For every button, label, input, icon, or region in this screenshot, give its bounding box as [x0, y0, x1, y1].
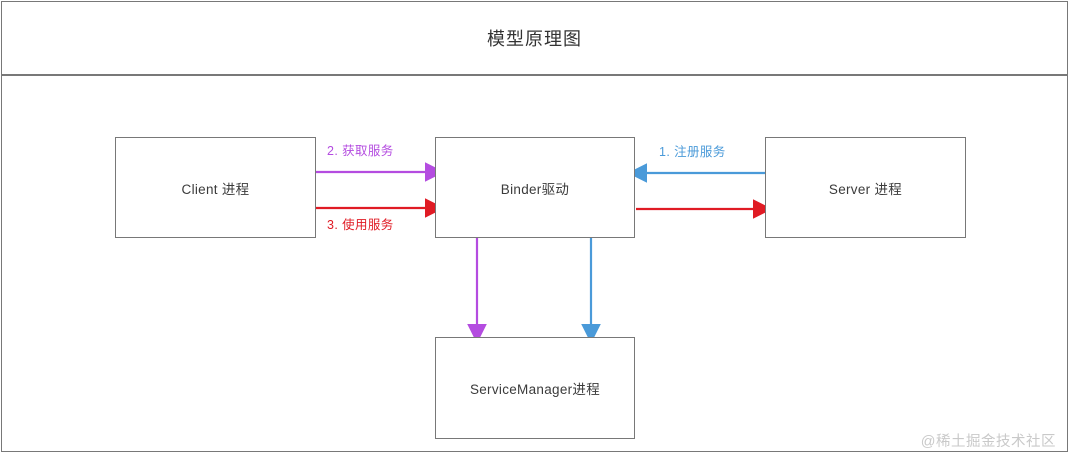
node-client-process-label: Client 进程: [181, 181, 250, 197]
node-binder-driver-label: Binder驱动: [500, 181, 570, 197]
connector-use-service: [316, 198, 445, 218]
connector-binder-to-servicemanager-blue: [581, 238, 601, 344]
node-binder-driver[interactable]: Binder驱动: [435, 137, 635, 238]
connector-get-service: [316, 162, 445, 182]
diagram-header: 模型原理图: [1, 1, 1068, 76]
node-server-process-label: Server 进程: [828, 181, 903, 197]
node-client-process[interactable]: Client 进程: [115, 137, 316, 238]
connector-binder-to-server: [636, 199, 773, 219]
node-servicemanager-process[interactable]: ServiceManager进程: [435, 337, 635, 439]
watermark: @稀土掘金技术社区: [920, 434, 1056, 450]
connector-register-service: [627, 163, 766, 183]
connector-binder-to-servicemanager-purple: [467, 238, 487, 344]
edge-label-use-service: 3. 使用服务: [327, 218, 394, 232]
edge-label-get-service: 2. 获取服务: [327, 144, 394, 158]
page-title: 模型原理图: [487, 28, 582, 49]
node-servicemanager-process-label: ServiceManager进程: [469, 382, 601, 397]
edge-label-register-service: 1. 注册服务: [659, 145, 726, 159]
node-server-process[interactable]: Server 进程: [765, 137, 966, 238]
